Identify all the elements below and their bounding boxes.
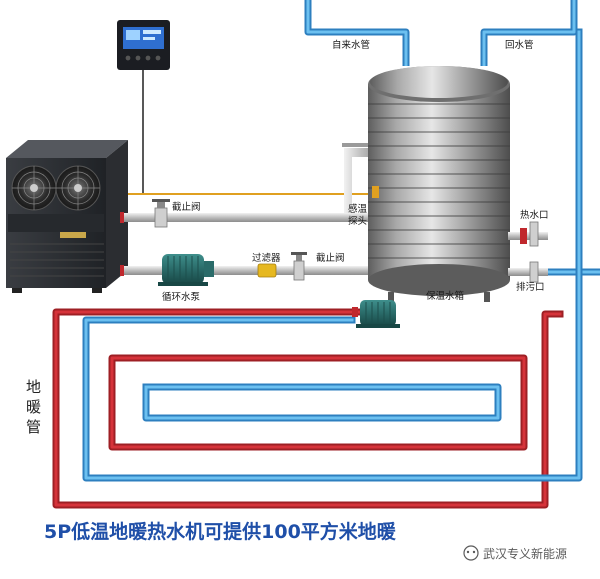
floor-heating-cold-loop: [82, 28, 583, 482]
watermark: 武汉专义新能源: [463, 545, 567, 561]
shutoff-valve-lower-label: 截止阀: [316, 252, 345, 264]
floor-heating-label-char-1: 地: [26, 378, 41, 396]
floor-heating-label-char-2: 暖: [26, 398, 41, 416]
lower-pipe: [122, 266, 380, 275]
return-water-pipe: [480, 0, 578, 66]
hot-pipe-marker-lower: [120, 265, 124, 276]
floor-heating-hot-loop: [52, 308, 564, 509]
hot-water-outlet: [508, 221, 548, 247]
circulation-pump-tank: [352, 300, 400, 328]
temp-probe-label-2: 探头: [348, 215, 367, 227]
shutoff-valve-lower: [291, 252, 307, 281]
drain-outlet: [508, 261, 548, 283]
temp-probe-label-1: 感温: [348, 203, 368, 215]
circulation-pump-label: 循环水泵: [162, 291, 201, 303]
shutoff-valve-upper-label: 截止阀: [172, 201, 201, 213]
tap-water-pipe: [304, 0, 410, 66]
shutoff-valve-upper: [152, 199, 170, 228]
controller-panel: [117, 20, 170, 194]
tank-label: 保温水箱: [426, 290, 464, 302]
floor-heating-label-char-3: 管: [26, 418, 41, 436]
circulation-pump-left: [158, 254, 214, 286]
temp-probe: [372, 186, 379, 198]
drain-outlet-label: 排污口: [516, 281, 545, 293]
heat-pump-unit: [6, 140, 128, 293]
hot-pipe-marker: [120, 212, 124, 223]
filter: [257, 263, 277, 278]
caption: 5P低温地暖热水机可提供100平方米地暖: [44, 520, 397, 543]
watermark-text: 武汉专义新能源: [483, 546, 567, 561]
insulated-water-tank: [368, 66, 510, 302]
hot-water-outlet-label: 热水口: [520, 209, 549, 221]
return-pipe-label: 回水管: [505, 39, 534, 51]
filter-label: 过滤器: [252, 252, 281, 264]
tap-water-pipe-label: 自来水管: [332, 39, 370, 51]
